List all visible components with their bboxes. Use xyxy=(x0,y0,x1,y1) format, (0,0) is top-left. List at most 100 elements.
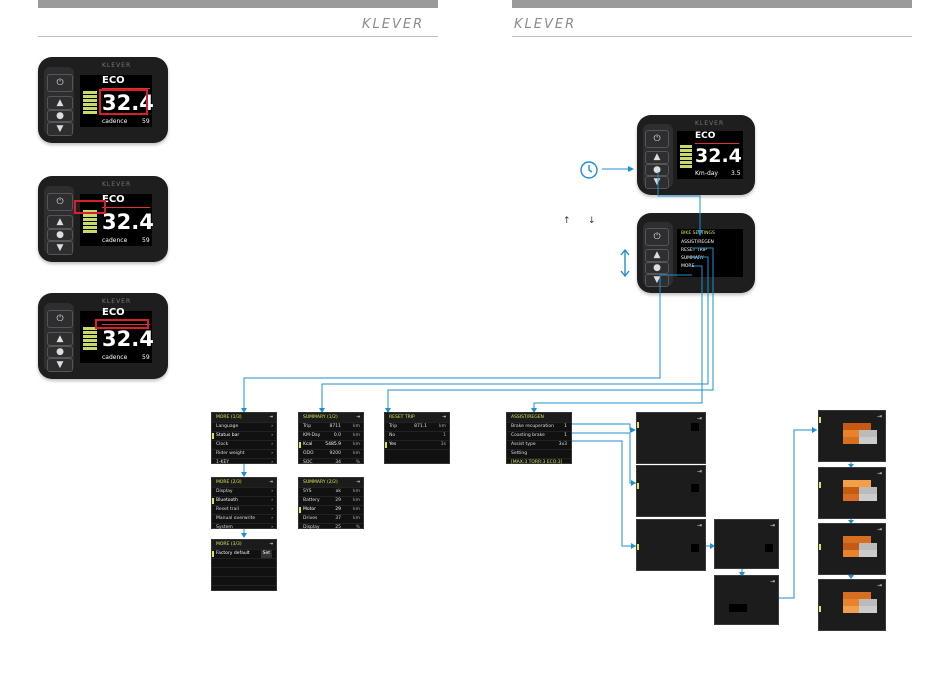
exit-icon[interactable]: ⇥ xyxy=(269,415,273,420)
settings-menu-item-reset[interactable]: RESET TRIP xyxy=(681,248,707,253)
menu-title: ASSIST/REGEN xyxy=(507,413,571,422)
kmday-label: Km-day xyxy=(695,170,718,177)
level-setting-screen-2: ⇥ xyxy=(818,467,886,519)
menu-row[interactable]: Status bar› xyxy=(212,431,276,440)
display-device-main: ⏻ ▲ ● ▼ KLEVER ECO 32.4 Km-day 3.5 xyxy=(637,115,755,195)
assist-mode: ECO xyxy=(695,131,716,141)
down-button[interactable]: ▼ xyxy=(645,176,669,189)
battery-bars xyxy=(83,327,97,351)
level-bar xyxy=(859,606,877,613)
center-button[interactable]: ● xyxy=(47,346,73,358)
coasting-brake-screen: ⇥ xyxy=(636,465,706,517)
menu-row[interactable]: Bluetooth› xyxy=(212,496,276,505)
speed-value: 32.4 xyxy=(102,91,154,115)
level-bar xyxy=(843,592,871,599)
selection-marker xyxy=(819,482,821,488)
exit-icon[interactable]: ⇥ xyxy=(876,526,882,533)
selection-marker xyxy=(637,422,639,428)
up-button[interactable]: ▲ xyxy=(47,96,73,110)
exit-icon[interactable]: ⇥ xyxy=(769,578,775,585)
settings-menu-item-more[interactable]: MORE xyxy=(681,264,695,269)
menu-row[interactable]: Reset trail› xyxy=(212,505,276,514)
down-button[interactable]: ▼ xyxy=(47,241,73,255)
assist-row[interactable]: Setting xyxy=(507,449,571,458)
up-button[interactable]: ▲ xyxy=(47,215,73,229)
level-bar xyxy=(859,550,877,557)
menu-row[interactable]: 1-KEY› xyxy=(212,458,276,467)
power-button[interactable]: ⏻ xyxy=(645,130,669,148)
display-device-3: ⏻ ▲ ● ▼ KLEVER ECO 32.4 cadence 59 xyxy=(38,293,168,379)
menu-row[interactable]: Rider weight› xyxy=(212,449,276,458)
exit-icon[interactable]: ⇥ xyxy=(876,470,882,477)
cadence-label: cadence xyxy=(102,237,128,244)
up-button[interactable]: ▲ xyxy=(47,332,73,346)
left-header-bar xyxy=(38,0,438,8)
exit-icon[interactable]: ⇥ xyxy=(696,415,702,422)
power-button[interactable]: ⏻ xyxy=(47,74,73,92)
level-bar xyxy=(843,437,859,444)
left-brand-logo: KLEVER xyxy=(362,17,425,32)
exit-icon[interactable]: ⇥ xyxy=(442,415,446,420)
up-button[interactable]: ▲ xyxy=(645,151,669,164)
power-button[interactable]: ⏻ xyxy=(645,228,669,246)
right-brand-logo: KLEVER xyxy=(514,17,577,32)
power-button[interactable]: ⏻ xyxy=(47,310,73,328)
settings-menu-title: BIKE SETTINGS xyxy=(681,231,715,236)
down-button[interactable]: ▼ xyxy=(645,274,669,287)
menu-title: MORE (1/3)⇥ xyxy=(212,413,276,422)
menu-row[interactable]: Clock› xyxy=(212,440,276,449)
exit-icon[interactable]: ⇥ xyxy=(356,415,360,420)
menu-row[interactable]: System› xyxy=(212,523,276,532)
kmday-value: 3.5 xyxy=(731,170,741,177)
selection-marker xyxy=(819,606,821,612)
device-screen: BIKE SETTINGS ASSIST/REGEN RESET TRIP SU… xyxy=(677,229,743,277)
clock-icon xyxy=(580,161,598,179)
center-button[interactable]: ● xyxy=(645,164,669,176)
right-header-bar xyxy=(512,0,912,8)
exit-icon[interactable]: ⇥ xyxy=(269,480,273,485)
center-button[interactable]: ● xyxy=(47,229,73,241)
exit-icon[interactable]: ⇥ xyxy=(269,542,273,547)
settings-menu-item-assist[interactable]: ASSIST/REGEN xyxy=(681,240,714,245)
device-screen: ECO 32.4 cadence 59 xyxy=(80,75,154,127)
level-bar xyxy=(843,494,859,501)
down-button[interactable]: ▼ xyxy=(47,122,73,136)
exit-icon[interactable]: ⇥ xyxy=(769,522,775,529)
power-button[interactable]: ⏻ xyxy=(47,193,73,211)
up-button[interactable]: ▲ xyxy=(645,249,669,262)
settings-menu-item-summary[interactable]: SUMMARY xyxy=(681,256,704,261)
value-box xyxy=(691,423,699,431)
more-menu-page-1: MORE (1/3)⇥ Language› Status bar› Clock›… xyxy=(211,412,277,467)
exit-icon[interactable]: ⇥ xyxy=(876,413,882,420)
mode-underline xyxy=(102,207,150,208)
menu-row[interactable]: Display› xyxy=(212,487,276,496)
value-box xyxy=(691,544,699,552)
menu-row[interactable]: Language› xyxy=(212,422,276,431)
center-button[interactable]: ● xyxy=(645,262,669,274)
level-bar xyxy=(843,536,871,543)
level-bar xyxy=(843,480,871,487)
exit-icon[interactable]: ⇥ xyxy=(696,468,702,475)
left-header-rule xyxy=(38,36,438,37)
menu-row[interactable]: Manual overwrite› xyxy=(212,514,276,523)
cadence-value: 59 xyxy=(142,118,150,125)
exit-icon[interactable]: ⇥ xyxy=(876,582,882,589)
assist-mode: ECO xyxy=(102,75,125,86)
down-button[interactable]: ▼ xyxy=(47,358,73,372)
exit-icon[interactable]: ⇥ xyxy=(356,480,360,485)
level-bar xyxy=(843,430,859,437)
level-bar xyxy=(859,494,877,501)
level-setting-screen-1: ⇥ xyxy=(818,410,886,462)
exit-icon[interactable]: ⇥ xyxy=(696,522,702,529)
center-button[interactable]: ● xyxy=(47,110,73,122)
